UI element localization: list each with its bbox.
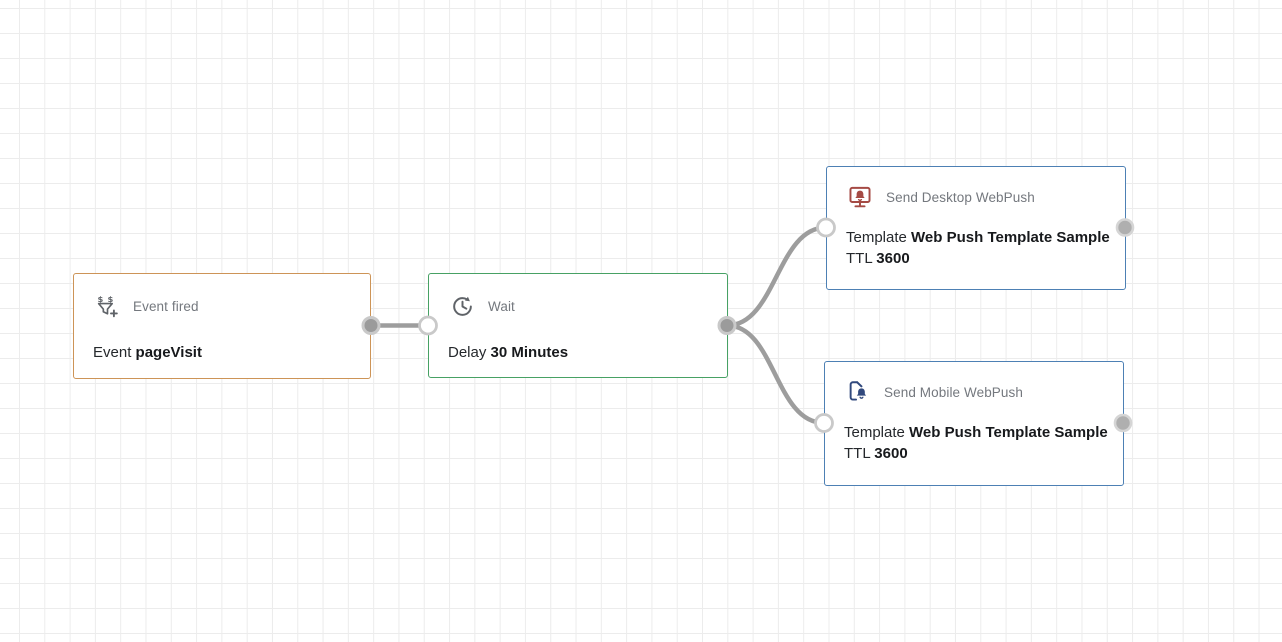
source-handle-desktop-webpush[interactable] [1115,218,1135,237]
edge-wait-to-desktop-webpush [724,225,829,328]
node-header: Wait [429,274,727,319]
node-body: Delay 30 Minutes [429,342,727,363]
node-header: $ $ Event fired [74,274,370,319]
field-value: 30 Minutes [490,344,569,361]
field-label: Template [844,424,905,441]
funnel-dollar-add-icon: $ $ [94,293,120,319]
node-event-fired[interactable]: $ $ Event fired Event pageVisit [73,273,371,379]
edge-wait-to-mobile-webpush [724,323,827,426]
field-value: Web Push Template Sample [909,424,1108,441]
field-value: pageVisit [135,344,202,361]
node-body: Event pageVisit [74,342,370,363]
node-title: Send Mobile WebPush [884,384,1023,400]
clock-history-icon [449,293,475,319]
ttl-field: TTL 3600 [846,248,1109,269]
template-field: Template Web Push Template Sample [846,227,1110,248]
node-header: Send Desktop WebPush [827,167,1125,210]
field-label: TTL [844,445,871,462]
field-label: Delay [448,344,487,361]
node-send-desktop-webpush[interactable]: Send Desktop WebPush Template Web Push T… [826,166,1126,290]
field-label: TTL [846,250,873,267]
svg-text:$: $ [97,294,103,304]
source-handle-mobile-webpush[interactable] [1113,413,1133,433]
node-title: Event fired [133,298,199,314]
field-label: Template [846,229,907,246]
target-handle-desktop-webpush[interactable] [816,217,836,238]
node-body: Template Web Push Template Sample TTL 36… [827,227,1125,269]
node-body: Template Web Push Template Sample TTL 36… [825,422,1123,464]
field-value: 3600 [876,250,910,267]
mobile-notification-icon [845,379,871,405]
source-handle-event-fired[interactable] [361,316,381,335]
desktop-notification-icon [847,184,873,210]
target-handle-mobile-webpush[interactable] [814,413,834,433]
field-value: Web Push Template Sample [911,229,1110,246]
node-wait[interactable]: Wait Delay 30 Minutes [428,273,728,378]
svg-text:$: $ [107,294,113,304]
node-send-mobile-webpush[interactable]: Send Mobile WebPush Template Web Push Te… [824,361,1124,486]
node-title: Wait [488,298,515,314]
template-field: Template Web Push Template Sample [844,422,1108,443]
ttl-field: TTL 3600 [844,443,1107,464]
field-label: Event [93,344,132,361]
delay-field: Delay 30 Minutes [448,342,711,363]
target-handle-wait[interactable] [418,315,438,336]
field-value: 3600 [874,445,908,462]
node-title: Send Desktop WebPush [886,189,1035,205]
node-header: Send Mobile WebPush [825,362,1123,405]
event-field: Event pageVisit [93,342,354,363]
source-handle-wait[interactable] [717,316,737,335]
